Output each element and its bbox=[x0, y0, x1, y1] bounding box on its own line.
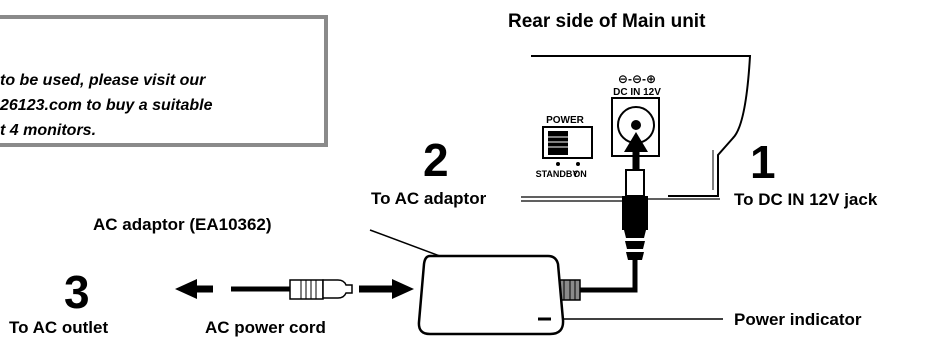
diagram-title: Rear side of Main unit bbox=[508, 11, 706, 32]
note-box: to be used, please visit our 26123.com t… bbox=[0, 15, 328, 147]
ac-adaptor-label: AC adaptor (EA10362) bbox=[93, 215, 272, 234]
dc-cable bbox=[580, 260, 638, 293]
step-1-number: 1 bbox=[750, 136, 776, 188]
power-switch-label: POWER bbox=[546, 115, 585, 126]
power-switch-rocker bbox=[548, 131, 568, 155]
note-line-3: t 4 monitors. bbox=[0, 122, 97, 139]
switch-on-label: ON bbox=[573, 169, 587, 179]
adaptor-arrow-head bbox=[392, 279, 414, 299]
power-cord-plug bbox=[322, 279, 353, 299]
ac-adaptor-body bbox=[417, 254, 565, 336]
dc-plug-grip bbox=[624, 230, 646, 260]
step-2-number: 2 bbox=[423, 134, 449, 186]
switch-standby-dot bbox=[556, 162, 560, 166]
power-indicator-label: Power indicator bbox=[734, 310, 862, 329]
note-line-2: 26123.com to buy a suitable bbox=[0, 97, 213, 114]
note-line-1: to be used, please visit our bbox=[0, 72, 206, 89]
dc-plug-tip bbox=[625, 169, 645, 197]
insert-arrow-head bbox=[624, 132, 648, 152]
power-cord-label: AC power cord bbox=[205, 318, 326, 337]
step-1-label: To DC IN 12V jack bbox=[734, 190, 878, 209]
step-2-label: To AC adaptor bbox=[371, 189, 487, 208]
switch-on-dot bbox=[576, 162, 580, 166]
dc-plug-body bbox=[622, 196, 648, 230]
switch-standby-label: STANDBY bbox=[536, 169, 579, 179]
jack-label: DC IN 12V bbox=[613, 87, 661, 98]
dc-jack-pin bbox=[631, 120, 641, 130]
step-3-label: To AC outlet bbox=[9, 318, 109, 337]
step-3-number: 3 bbox=[64, 266, 90, 318]
main-unit-outline bbox=[531, 55, 752, 197]
outlet-arrow-head bbox=[175, 279, 197, 299]
jack-polarity-symbols: ⊖-⊖-⊕ bbox=[618, 72, 656, 86]
